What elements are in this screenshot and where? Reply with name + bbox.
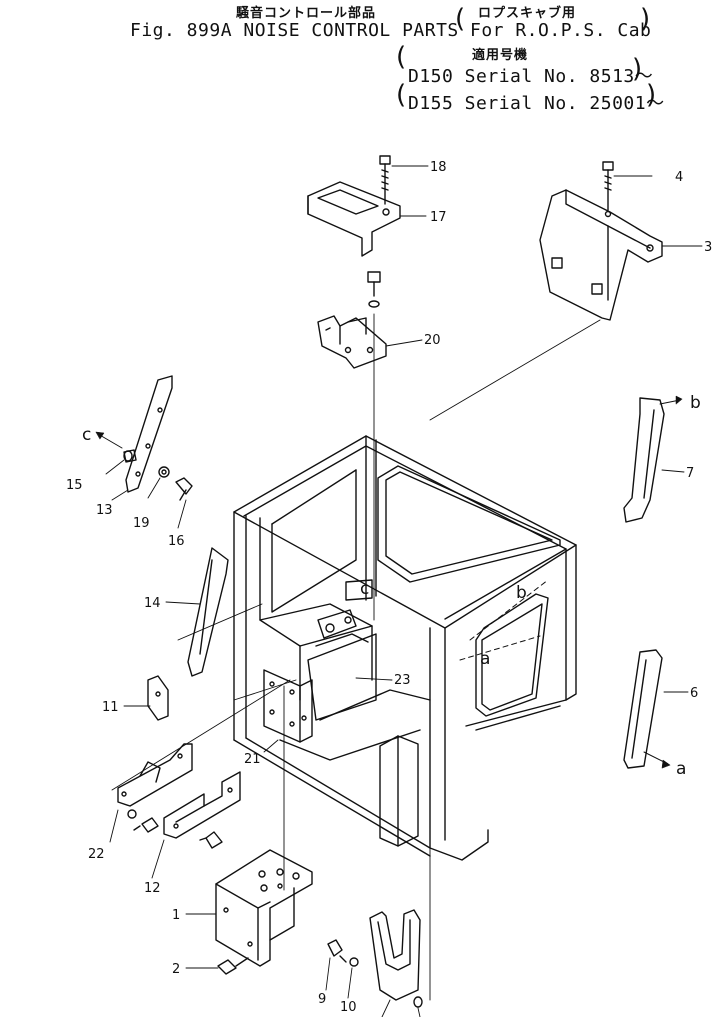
callout-21: 20 <box>424 333 441 348</box>
callout-1: 1 <box>172 908 180 923</box>
callout-20: 22 <box>88 847 105 862</box>
mark-a-frame: a <box>480 649 490 669</box>
washer-10 <box>349 957 359 967</box>
callout-18: 17 <box>430 210 447 225</box>
figure-title: Fig. 899A NOISE CONTROL PARTS <box>130 20 459 41</box>
callout-4: 4 <box>675 170 683 185</box>
callout-23: 23 <box>394 673 411 688</box>
bracket-close: ) <box>640 4 651 34</box>
applicable-japanese: 適用号機 <box>472 48 529 63</box>
mark-c-frame: c <box>360 579 369 599</box>
mark-c-left: c <box>82 425 91 445</box>
bracket-open: ( <box>455 4 466 34</box>
bolt-4 <box>602 161 614 211</box>
cab-frame <box>233 435 577 861</box>
cab-japanese: ロプスキャブ用 <box>478 6 577 21</box>
serial-d150: D150 Serial No. 8513～ <box>408 66 654 87</box>
part-18-bracket <box>307 181 401 257</box>
cab-type: For R.O.P.S. Cab <box>470 20 652 41</box>
part-21-bracket <box>317 315 387 369</box>
mark-b-right: b <box>690 393 701 413</box>
callout-7: 7 <box>686 466 694 481</box>
mark-a-right: a <box>676 759 686 779</box>
bracket-open-3: ( <box>396 80 407 110</box>
callout-22: 21 <box>244 752 261 767</box>
bracket-close-3: ) <box>646 80 657 110</box>
callout-2: 2 <box>172 962 180 977</box>
part-22-plate <box>263 669 313 743</box>
callout-16: 16 <box>168 534 185 549</box>
callout-11: 11 <box>102 700 119 715</box>
bolt-21-fastener <box>367 271 381 308</box>
part-13-strip <box>125 375 173 493</box>
callout-6: 6 <box>690 686 698 701</box>
callout-13: 13 <box>96 503 113 518</box>
cap-15 <box>123 449 137 463</box>
mark-b-frame: b <box>516 583 527 603</box>
callout-9: 9 <box>318 992 326 1007</box>
callout-12: 12 <box>144 881 161 896</box>
part-7-strip <box>623 397 665 523</box>
bolt-19 <box>379 155 391 205</box>
screw-16 <box>175 477 193 501</box>
callout-17: 19 <box>133 516 150 531</box>
callout-15: 15 <box>66 478 83 493</box>
part-6-strip <box>623 649 663 769</box>
part-12-bracket <box>163 771 241 839</box>
bolt-2 <box>217 957 249 975</box>
bracket-close-2: ) <box>632 54 643 84</box>
screw-9 <box>327 939 347 963</box>
part-1-bracket <box>215 849 313 967</box>
callout-10: 10 <box>340 1000 357 1015</box>
bracket-open-2: ( <box>396 42 407 72</box>
part-3-cover <box>539 189 663 321</box>
callout-14: 14 <box>144 596 161 611</box>
serial-d155: D155 Serial No. 25001～ <box>408 93 665 114</box>
part-u-bracket <box>369 909 421 1001</box>
title-japanese: 騒音コントロール部品 <box>236 6 377 21</box>
callout-3: 3 <box>704 240 712 255</box>
callout-19: 18 <box>430 160 447 175</box>
part-11-bracket <box>147 675 169 721</box>
part-20-bracket <box>117 743 193 807</box>
part-14-strip <box>187 547 229 677</box>
washer-17 <box>158 466 170 478</box>
